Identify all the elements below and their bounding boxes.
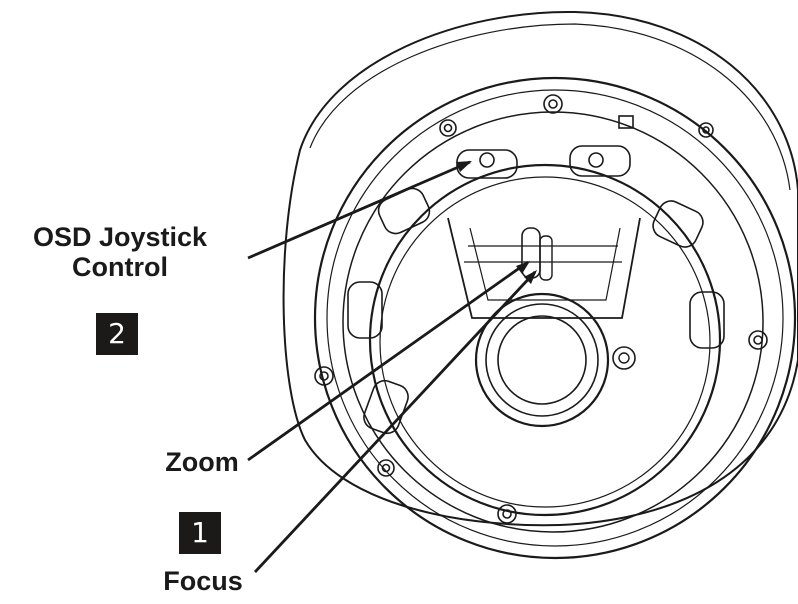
inner-bezel — [368, 163, 722, 517]
focus-label: Focus — [163, 566, 243, 596]
mounting-ring-step — [342, 111, 764, 533]
lens-ring — [485, 303, 599, 417]
gimbal-bracket-inner — [469, 227, 621, 301]
ring-screws — [314, 94, 768, 524]
osd-joystick-control-label: OSD Joystick Control — [2, 222, 238, 282]
osd-label-line1: OSD Joystick — [32, 222, 208, 252]
focus-leader-line — [253, 271, 537, 573]
bracket-crossbar — [464, 245, 622, 263]
osd-step-badge: 2 — [96, 313, 138, 355]
zoom-leader-line — [247, 260, 529, 462]
zoom-lever — [521, 227, 541, 279]
focus-lever — [539, 235, 553, 281]
mounting-ring-inner — [326, 89, 784, 547]
zoom-label: Zoom — [165, 447, 239, 477]
focus-step-badge: 1 — [179, 512, 221, 554]
osd-joystick — [479, 152, 495, 168]
lens-side-knob-inner — [618, 352, 630, 364]
osd-leader-line — [247, 160, 471, 260]
osd-label-line2: Control — [72, 252, 168, 282]
slot-screw — [588, 152, 604, 168]
lens-outer — [474, 292, 610, 428]
gimbal-bracket — [447, 217, 641, 319]
dome-housing-inner-outline — [309, 23, 791, 191]
zoom-arrowhead — [516, 261, 530, 274]
lens-glass — [497, 315, 587, 405]
lens-side-knob — [612, 346, 636, 370]
focus-arrowhead — [524, 270, 537, 284]
ring-square-tab — [618, 115, 634, 129]
mounting-ring-outer — [313, 76, 797, 560]
inner-bezel-lip — [379, 176, 711, 508]
osd-arrowhead — [456, 161, 472, 172]
